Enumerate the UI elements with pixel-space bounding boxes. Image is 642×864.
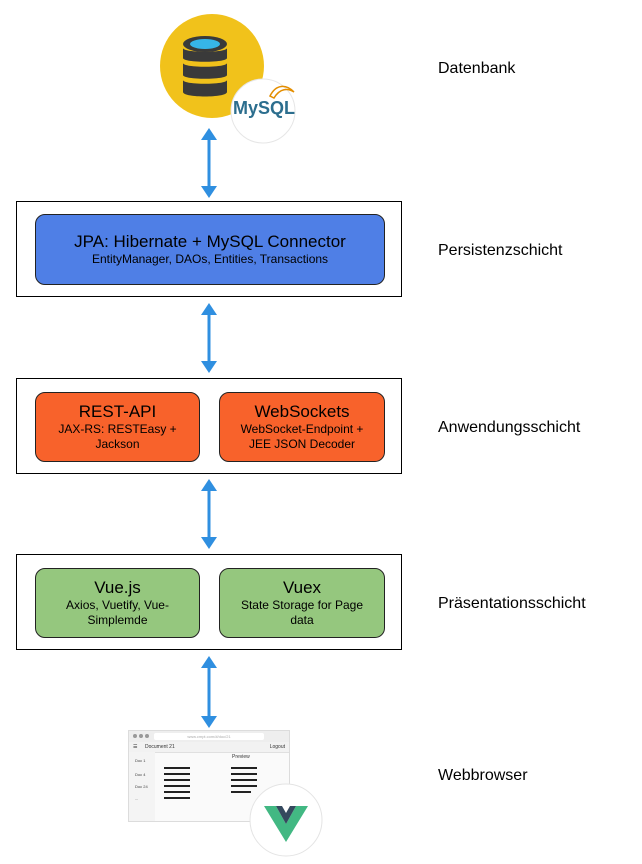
browser-preview-label: Preview	[232, 754, 250, 760]
browser-side-item: Doc 24	[135, 784, 148, 789]
layer-label-db: Datenbank	[438, 60, 516, 77]
browser-logout: Logout	[269, 744, 285, 750]
vue-js-box-title: Vue.js	[94, 578, 141, 597]
layer-label-persistence: Persistenzschicht	[438, 242, 563, 259]
menu-icon: ☰	[133, 744, 138, 750]
rest-api-box-title: REST-API	[78, 402, 157, 421]
browser-sidebar: Doc 1 Doc 4 Doc 24 ...	[129, 752, 155, 821]
vuex-box-title: Vuex	[282, 578, 322, 597]
browser-title-bar: www.cmpt.com/#/doc/21	[129, 731, 289, 742]
layer-label-application: Anwendungsschicht	[438, 419, 581, 436]
rest-api-box: REST-API JAX-RS: RESTEasy + Jackson	[35, 392, 200, 462]
rest-api-box-subtitle: JAX-RS: RESTEasy + Jackson	[58, 422, 177, 451]
presentation-layer-frame: Vue.js Axios, Vuetify, Vue-Simplemde Vue…	[16, 554, 402, 650]
text-line	[164, 779, 190, 781]
browser-url: www.cmpt.com/#/doc/21	[154, 733, 264, 740]
text-line	[164, 785, 190, 787]
window-dot-icon	[139, 734, 143, 738]
application-layer-frame: REST-API JAX-RS: RESTEasy + Jackson WebS…	[16, 378, 402, 474]
text-line	[164, 767, 190, 769]
arrow-db-persistence	[201, 128, 217, 198]
browser-side-item: ...	[135, 796, 139, 801]
text-line	[231, 767, 257, 769]
arrow-application-presentation	[201, 479, 217, 549]
vuex-box-subtitle: State Storage for Page data	[240, 598, 364, 627]
window-dot-icon	[145, 734, 149, 738]
text-line	[164, 791, 190, 793]
text-line	[164, 773, 190, 775]
browser-side-item: Doc 4	[135, 772, 146, 777]
text-line	[231, 791, 251, 793]
browser-app-header: ☰ Document 21 Logout	[129, 742, 289, 753]
arrow-presentation-browser	[201, 656, 217, 728]
layer-label-presentation: Präsentationsschicht	[438, 595, 586, 612]
mysql-logo-text: MySQL	[233, 98, 296, 118]
text-line	[231, 773, 257, 775]
database-icon	[160, 14, 296, 144]
vue-js-box: Vue.js Axios, Vuetify, Vue-Simplemde	[35, 568, 200, 638]
text-line	[164, 797, 190, 799]
arrow-persistence-application	[201, 303, 217, 373]
persistence-layer-frame: JPA: Hibernate + MySQL Connector EntityM…	[16, 201, 402, 297]
persistence-box-subtitle: EntityManager, DAOs, Entities, Transacti…	[91, 252, 329, 266]
websockets-box-subtitle: WebSocket-Endpoint + JEE JSON Decoder	[240, 422, 364, 451]
persistence-box: JPA: Hibernate + MySQL Connector EntityM…	[35, 214, 385, 285]
websockets-box: WebSockets WebSocket-Endpoint + JEE JSON…	[219, 392, 385, 462]
mysql-logo: MySQL	[233, 98, 295, 119]
text-line	[231, 785, 257, 787]
window-dot-icon	[133, 734, 137, 738]
websockets-box-title: WebSockets	[254, 402, 350, 421]
persistence-box-title: JPA: Hibernate + MySQL Connector	[74, 232, 346, 251]
layer-label-browser: Webbrowser	[438, 767, 528, 784]
dolphin-icon	[268, 85, 295, 99]
browser-doc-title: Document 21	[145, 744, 175, 750]
vuex-box: Vuex State Storage for Page data	[219, 568, 385, 638]
vue-js-box-subtitle: Axios, Vuetify, Vue-Simplemde	[66, 598, 169, 627]
vue-logo	[249, 783, 323, 857]
text-line	[231, 779, 257, 781]
browser-side-item: Doc 1	[135, 758, 146, 763]
